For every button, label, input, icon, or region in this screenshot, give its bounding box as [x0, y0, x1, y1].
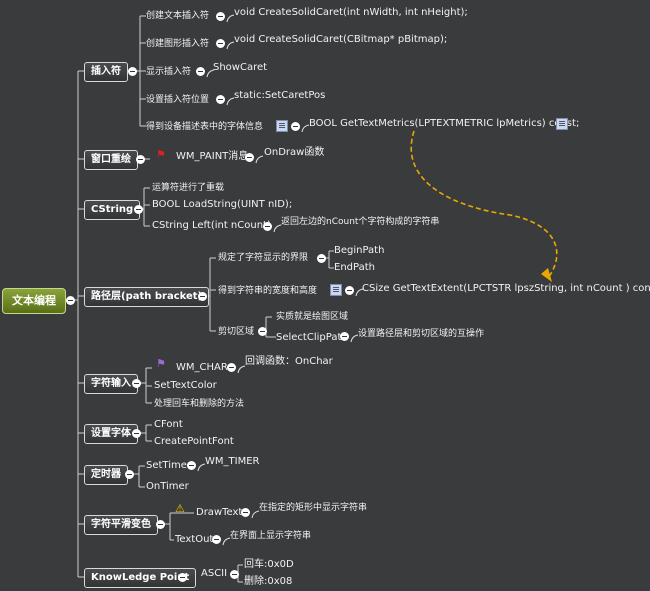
- red-flag-icon: ⚑: [156, 148, 166, 161]
- collapse-icon[interactable]: [178, 573, 187, 582]
- root-topic[interactable]: 文本编程: [2, 288, 66, 314]
- clip-region-text[interactable]: 剪切区域: [218, 327, 255, 337]
- topic-cstring[interactable]: CString: [84, 200, 141, 220]
- wm-paint-text[interactable]: WM_PAINT消息: [176, 151, 249, 162]
- collapse-icon[interactable]: [125, 470, 134, 479]
- caret-pos-code[interactable]: static:SetCaretPos: [234, 90, 326, 101]
- collapse-icon[interactable]: [132, 429, 141, 438]
- caret-bitmap-code[interactable]: void CreateSolidCaret(CBitmap* pBitmap);: [234, 34, 448, 45]
- caret-text-code[interactable]: void CreateSolidCaret(int nWidth, int nH…: [234, 7, 468, 18]
- cfont-text[interactable]: CFont: [154, 419, 183, 430]
- selectclippath-text[interactable]: SelectClipPath: [276, 332, 348, 343]
- path-extent-label[interactable]: 得到字符串的宽度和高度: [218, 286, 318, 296]
- topic-timer[interactable]: 定时器: [84, 465, 128, 485]
- link-icon: [301, 118, 310, 133]
- topic-knowledge[interactable]: KnowLedge Point: [84, 568, 197, 588]
- caret-show-code[interactable]: ShowCaret: [213, 62, 268, 73]
- link-icon: [350, 328, 359, 343]
- collapse-icon[interactable]: [66, 296, 75, 305]
- collapse-icon[interactable]: [291, 122, 300, 131]
- collapse-icon[interactable]: [263, 222, 272, 231]
- caret-bitmap-label[interactable]: 创建图形插入符: [146, 39, 210, 49]
- link-icon: [222, 531, 231, 546]
- topic-repaint[interactable]: 窗口重绘: [84, 150, 138, 170]
- collapse-icon[interactable]: [212, 535, 221, 544]
- collapse-icon[interactable]: [230, 570, 239, 579]
- collapse-icon[interactable]: [317, 254, 326, 263]
- link-icon: [255, 149, 264, 164]
- link-icon: [206, 63, 215, 78]
- settimer-text[interactable]: SetTimer: [146, 460, 192, 471]
- enter-code-text[interactable]: 回车:0x0D: [244, 559, 294, 570]
- purple-flag-icon: ⚑: [156, 357, 166, 370]
- clip-desc-text[interactable]: 实质就是绘图区域: [276, 312, 349, 322]
- endpath-text[interactable]: EndPath: [334, 262, 375, 273]
- collapse-icon[interactable]: [241, 508, 250, 517]
- cstring-loadstring-text[interactable]: BOOL LoadString(UINT nID);: [152, 199, 293, 210]
- collapse-icon[interactable]: [345, 286, 354, 295]
- collapse-icon[interactable]: [216, 12, 225, 21]
- link-icon: [226, 35, 235, 50]
- ascii-text[interactable]: ASCII: [201, 568, 228, 579]
- path-bound-text[interactable]: 规定了字符显示的界限: [218, 253, 309, 263]
- caret-font-label[interactable]: 得到设备描述表中的字体信息: [146, 122, 264, 132]
- wm-char-text[interactable]: WM_CHAR: [176, 362, 228, 373]
- textout-text[interactable]: TextOut: [175, 534, 214, 545]
- collapse-icon[interactable]: [198, 292, 207, 301]
- collapse-icon[interactable]: [187, 461, 196, 470]
- topic-smooth[interactable]: 字符平滑变色: [84, 515, 158, 535]
- link-icon: [197, 457, 206, 472]
- settextcolor-text[interactable]: SetTextColor: [154, 380, 217, 391]
- selectclippath-desc[interactable]: 设置路径层和剪切区域的互操作: [358, 329, 485, 339]
- cstring-left-text[interactable]: CString Left(int nCount): [152, 220, 271, 231]
- link-icon: [355, 282, 364, 297]
- collapse-icon[interactable]: [340, 332, 349, 341]
- note-icon[interactable]: [330, 284, 342, 296]
- gettextmetrics-code[interactable]: BOOL GetTextMetrics(LPTEXTMETRIC lpMetri…: [309, 118, 580, 129]
- collapse-icon[interactable]: [216, 95, 225, 104]
- collapse-icon[interactable]: [136, 155, 145, 164]
- drawtext-text[interactable]: DrawText: [196, 507, 243, 518]
- collapse-icon[interactable]: [258, 327, 267, 336]
- beginpath-text[interactable]: BeginPath: [334, 245, 385, 256]
- ontimer-text[interactable]: OnTimer: [146, 481, 189, 492]
- textout-desc[interactable]: 在界面上显示字符串: [230, 531, 312, 541]
- note-icon[interactable]: [556, 118, 568, 130]
- wm-timer-text[interactable]: WM_TIMER: [205, 456, 260, 467]
- link-icon: [237, 359, 246, 374]
- gettextextent-code[interactable]: CSize GetTextExtent(LPCTSTR lpszString, …: [362, 283, 650, 294]
- collapse-icon[interactable]: [134, 205, 143, 214]
- delete-code-text[interactable]: 删除:0x08: [244, 576, 293, 587]
- cstring-left-desc[interactable]: 返回左边的nCount个字符构成的字符串: [281, 217, 440, 227]
- caret-show-label[interactable]: 显示插入符: [146, 67, 192, 77]
- cstring-overload-text[interactable]: 运算符进行了重载: [152, 183, 225, 193]
- link-icon: [251, 504, 260, 519]
- caret-pos-label[interactable]: 设置插入符位置: [146, 95, 210, 105]
- link-icon: [226, 8, 235, 23]
- collapse-icon[interactable]: [128, 67, 137, 76]
- warning-icon: ⚠: [175, 502, 185, 515]
- createpointfont-text[interactable]: CreatePointFont: [154, 436, 234, 447]
- link-icon: [226, 91, 235, 106]
- collapse-icon[interactable]: [196, 67, 205, 76]
- collapse-icon[interactable]: [156, 520, 165, 529]
- collapse-icon[interactable]: [245, 153, 254, 162]
- topic-caret[interactable]: 插入符: [84, 62, 128, 82]
- collapse-icon[interactable]: [227, 363, 236, 372]
- onchar-text[interactable]: 回调函数：OnChar: [245, 356, 333, 367]
- ondraw-text[interactable]: OnDraw函数: [264, 147, 325, 158]
- topic-font[interactable]: 设置字体: [84, 424, 138, 444]
- drawtext-desc[interactable]: 在指定的矩形中显示字符串: [259, 503, 368, 513]
- topic-input[interactable]: 字符输入: [84, 374, 138, 394]
- topic-path[interactable]: 路径层(path bracket): [84, 287, 210, 307]
- link-icon: [273, 218, 282, 233]
- note-icon[interactable]: [276, 120, 288, 132]
- enter-delete-text[interactable]: 处理回车和删除的方法: [154, 399, 245, 409]
- collapse-icon[interactable]: [216, 39, 225, 48]
- collapse-icon[interactable]: [132, 379, 141, 388]
- caret-text-label[interactable]: 创建文本插入符: [146, 11, 210, 21]
